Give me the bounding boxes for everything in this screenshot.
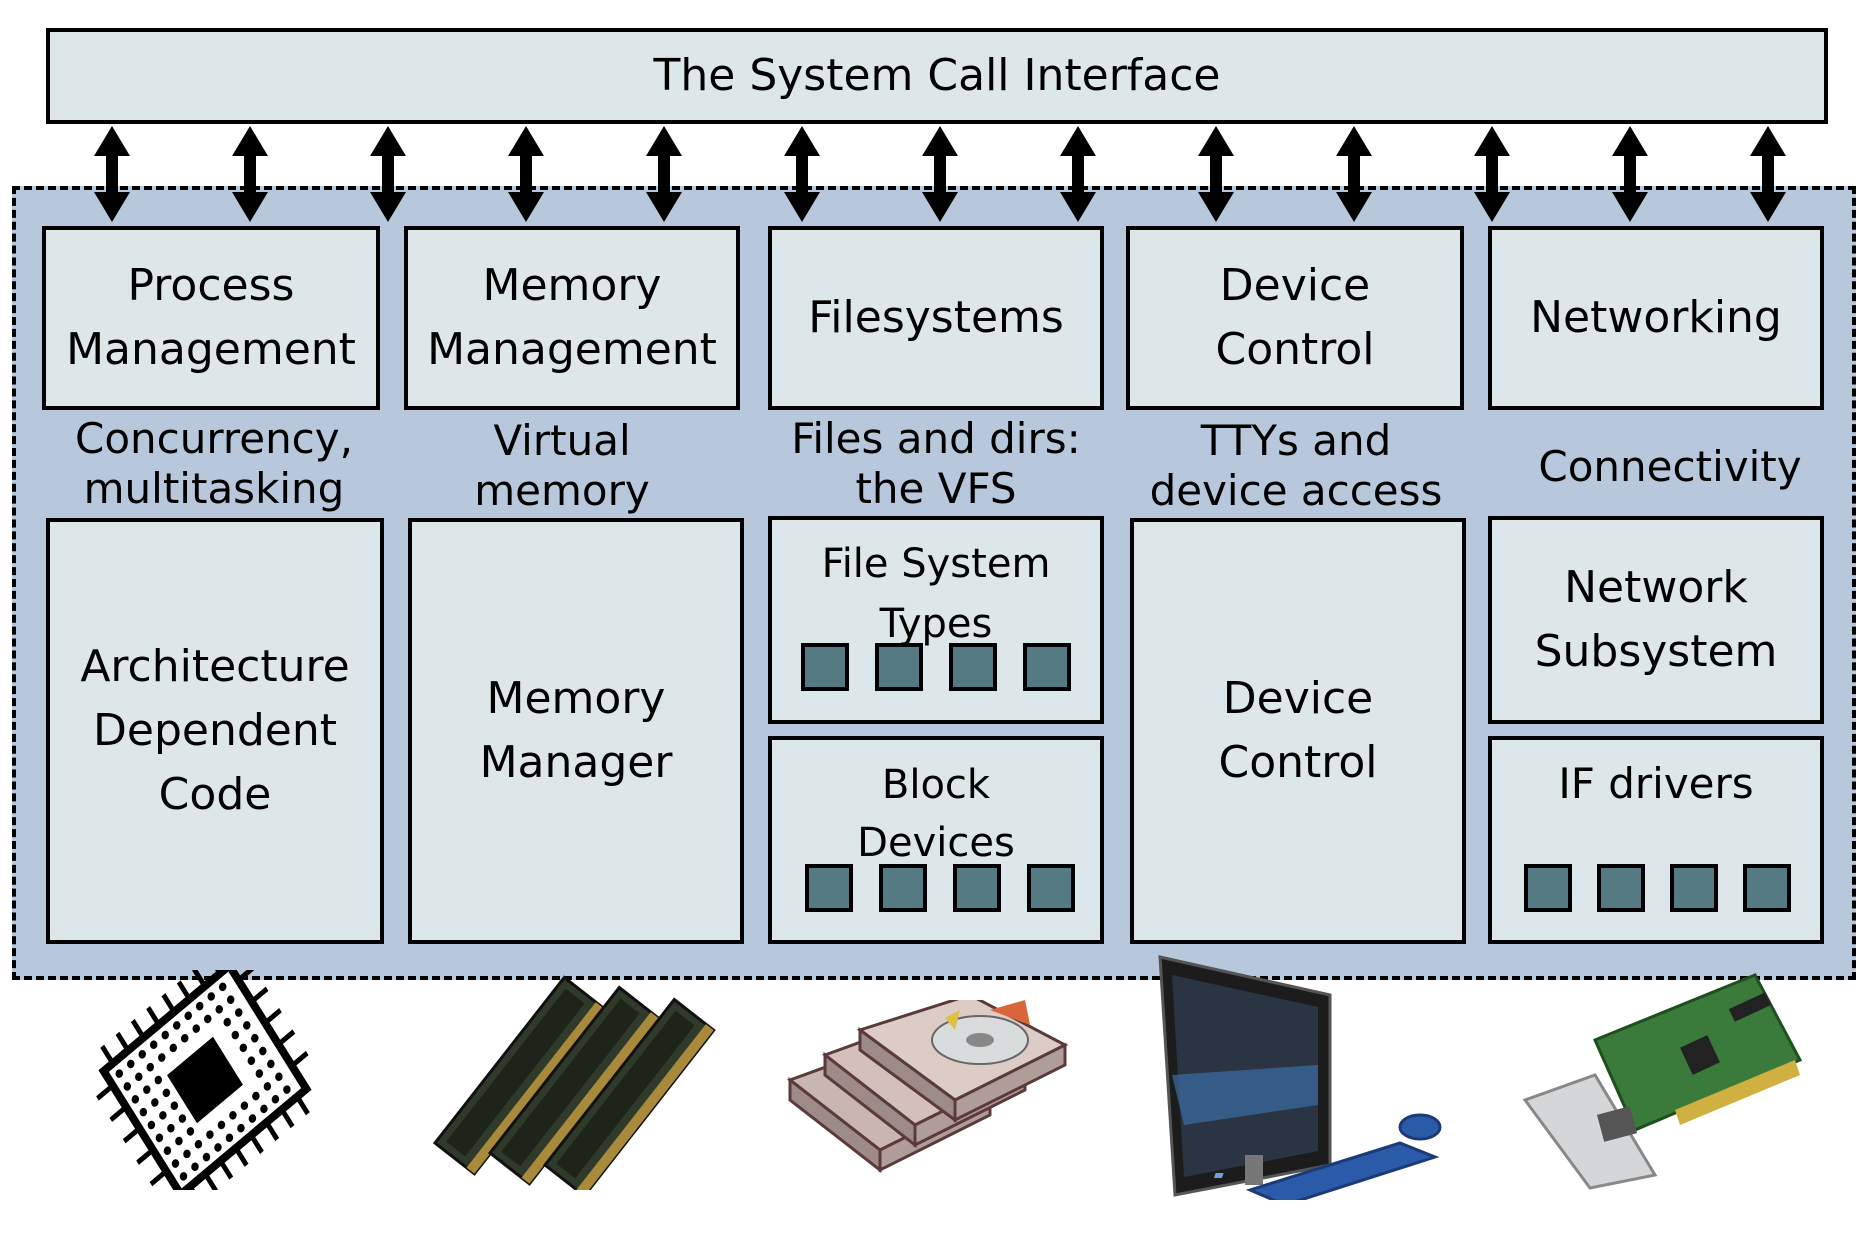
double-arrow-icon (646, 126, 682, 222)
cpu-chip-icon (96, 970, 312, 1190)
device-control-top-line2: Control (1215, 324, 1375, 375)
memory-manager-line1: Memory (486, 673, 666, 724)
double-arrow-icon (1336, 126, 1372, 222)
network-subsystem-line2: Subsystem (1534, 626, 1778, 677)
double-arrow-icon (370, 126, 406, 222)
computer-monitor-icon (1158, 955, 1442, 1200)
file-system-types-box: File System Types (768, 516, 1104, 724)
if-driver-square (1743, 864, 1791, 912)
process-management-line2: Management (66, 324, 356, 375)
if-driver-square (1670, 864, 1718, 912)
block-device-square (953, 864, 1001, 912)
block-devices-line1: Block (881, 762, 991, 808)
block-device-square (879, 864, 927, 912)
hard-disk-icon (786, 1000, 1069, 1174)
networking-box: Networking (1488, 226, 1824, 410)
fs-type-square (949, 643, 997, 691)
system-call-interface-label: The System Call Interface (653, 50, 1221, 101)
device-control-top-line1: Device (1219, 260, 1371, 311)
arch-line2: Dependent (93, 705, 337, 756)
arch-line1: Architecture (80, 641, 350, 692)
filesystems-box: Filesystems (768, 226, 1104, 410)
block-devices-box: Block Devices (768, 736, 1104, 944)
double-arrow-icon (1750, 126, 1786, 222)
network-subsystem-line1: Network (1564, 562, 1748, 613)
memory-management-line2: Management (427, 324, 717, 375)
connectivity-label-line1: Connectivity (1538, 442, 1802, 491)
system-call-interface: The System Call Interface (46, 28, 1828, 124)
block-devices-line2: Devices (857, 820, 1015, 866)
if-drivers-label: IF drivers (1558, 759, 1754, 808)
process-management-line1: Process (127, 260, 295, 311)
double-arrow-icon (1474, 126, 1510, 222)
block-device-square (1027, 864, 1075, 912)
fs-type-square (1023, 643, 1071, 691)
fs-types-line1: File System (821, 541, 1051, 587)
if-drivers-box: IF drivers (1488, 736, 1824, 944)
memory-management-line1: Memory (482, 260, 662, 311)
network-card-icon (1522, 973, 1803, 1190)
device-control-bottom-line1: Device (1222, 673, 1374, 724)
vfs-label-line2: the VFS (855, 464, 1017, 513)
if-driver-square (1597, 864, 1645, 912)
filesystems-label: Filesystems (808, 292, 1064, 343)
memory-manager-line2: Manager (479, 737, 673, 788)
fs-type-square (801, 643, 849, 691)
fs-types-line2: Types (879, 601, 993, 647)
double-arrow-icon (922, 126, 958, 222)
virtual-memory-line2: memory (474, 466, 650, 515)
block-device-square (805, 864, 853, 912)
double-arrow-icon (508, 126, 544, 222)
syscall-arrows (94, 126, 1786, 222)
fs-type-square (875, 643, 923, 691)
arch-line3: Code (158, 769, 272, 820)
double-arrow-icon (1060, 126, 1096, 222)
vfs-label-line1: Files and dirs: (791, 414, 1081, 463)
ttys-label-line2: device access (1149, 466, 1443, 515)
vfs-label: Files and dirs: the VFS (768, 414, 1104, 514)
concurrency-label-line2: multitasking (83, 464, 345, 513)
if-driver-square (1524, 864, 1572, 912)
double-arrow-icon (232, 126, 268, 222)
double-arrow-icon (784, 126, 820, 222)
concurrency-label: Concurrency, multitasking (42, 414, 386, 514)
device-control-bottom-line2: Control (1218, 737, 1378, 788)
networking-label: Networking (1530, 292, 1782, 343)
double-arrow-icon (94, 126, 130, 222)
ttys-label: TTYs and device access (1126, 416, 1466, 516)
double-arrow-icon (1612, 126, 1648, 222)
concurrency-label-line1: Concurrency, (75, 414, 353, 463)
virtual-memory-label: Virtual memory (404, 416, 720, 516)
virtual-memory-line1: Virtual (493, 416, 631, 465)
double-arrow-icon (1198, 126, 1234, 222)
ram-module-icon (432, 975, 716, 1190)
ttys-label-line1: TTYs and (1200, 416, 1392, 465)
connectivity-label: Connectivity (1500, 442, 1840, 492)
